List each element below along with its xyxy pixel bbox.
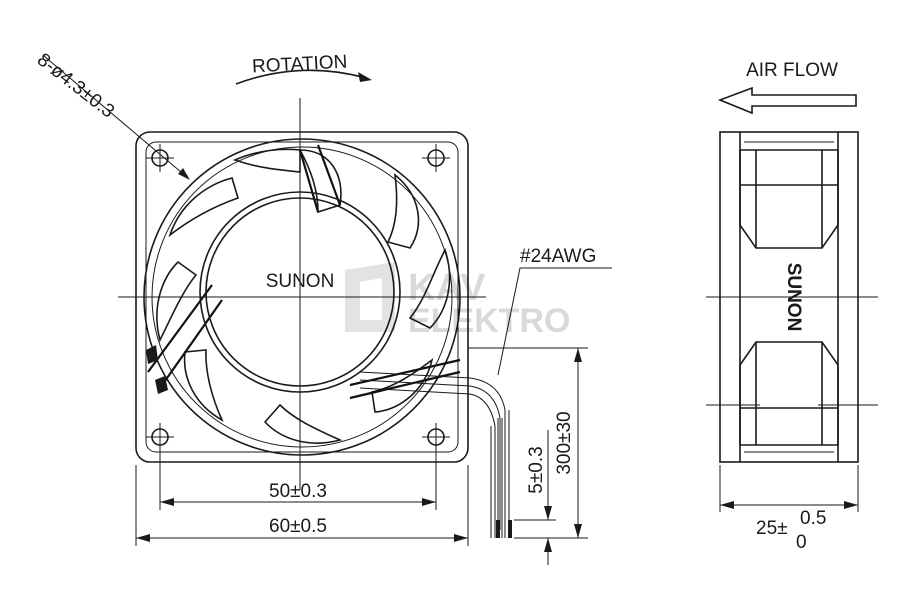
watermark-line2: ELEKTRO <box>408 302 570 340</box>
dim-depth-lower-tol: 0 <box>796 532 807 553</box>
side-blade-lower <box>739 341 839 446</box>
rotation-arrow <box>235 69 367 85</box>
dim-wire-length-label: 300±30 <box>554 411 575 474</box>
side-view: AIR FLOW SUNON 25± 0.5 0 <box>706 60 878 553</box>
dimension-wire-strip: 5±0.3 <box>514 430 556 565</box>
dim-depth-base: 25± <box>756 518 788 539</box>
dimension-hole-spacing: 50±0.3 <box>159 440 437 510</box>
hole-spec-label: 8-ø4.3±0.3 <box>33 49 118 122</box>
side-blade-upper <box>739 149 839 249</box>
air-flow-label: AIR FLOW <box>746 60 838 81</box>
air-flow-arrow <box>717 86 857 115</box>
dimension-frame-width: 60±0.5 <box>135 465 469 546</box>
hole-leader <box>43 55 189 179</box>
dim-frame-width-label: 60±0.5 <box>269 516 327 537</box>
front-view: SUNON ROTATION 8-ø4.3±0.3 #24AWG 50±0.3 <box>33 49 612 565</box>
rotation-arrowhead <box>358 72 372 82</box>
wire-gauge-leader <box>497 267 612 376</box>
lead-wires <box>359 371 510 538</box>
dimension-wire-length: 300±30 <box>468 347 588 539</box>
dim-depth-upper-tol: 0.5 <box>800 508 826 529</box>
dimension-depth: 25± 0.5 0 <box>719 465 859 553</box>
wire-gauge-label: #24AWG <box>520 246 596 267</box>
rotation-label: ROTATION <box>252 52 348 78</box>
dim-hole-spacing-label: 50±0.3 <box>269 481 327 502</box>
watermark-logo <box>345 262 395 332</box>
dim-wire-strip-label: 5±0.3 <box>526 446 547 493</box>
